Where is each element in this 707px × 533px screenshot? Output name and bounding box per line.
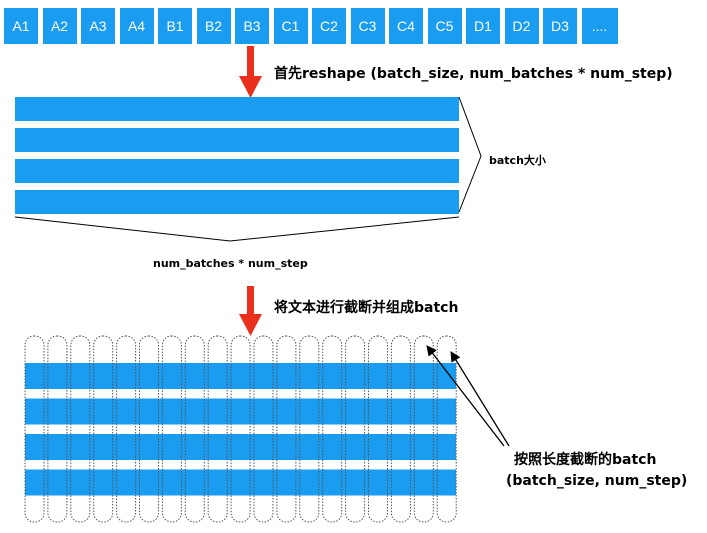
token-0: A1 — [4, 8, 38, 44]
truncation-column-0 — [24, 335, 45, 523]
truncation-column-5 — [139, 335, 159, 523]
reshape-row-0 — [15, 97, 459, 121]
truncation-column-15 — [368, 335, 388, 523]
width-brace — [14, 216, 460, 242]
truncation-column-18 — [436, 335, 457, 523]
token-13: D2 — [504, 8, 539, 44]
token-15: .... — [581, 8, 618, 44]
token-9: C3 — [350, 8, 385, 44]
token-10: C4 — [389, 8, 423, 44]
truncation-column-6 — [161, 335, 182, 523]
token-3: A4 — [119, 8, 154, 44]
down-arrow-icon — [239, 46, 262, 98]
truncation-column-16 — [390, 335, 411, 523]
truncation-column-10 — [253, 335, 274, 523]
truncation-column-2 — [70, 335, 91, 523]
truncation-columns — [24, 335, 457, 523]
batch-size-caption: batch大小 — [489, 154, 546, 167]
truncation-column-13 — [322, 335, 343, 523]
token-7: C1 — [273, 8, 308, 44]
token-11: C5 — [427, 8, 462, 44]
token-2: A3 — [81, 8, 115, 44]
truncation-column-8 — [207, 335, 228, 523]
token-5: B2 — [196, 8, 231, 44]
batch-matrix — [25, 363, 456, 496]
truncation-column-1 — [47, 335, 68, 523]
truncation-column-14 — [345, 335, 366, 523]
batch-block-0 — [25, 363, 456, 389]
truncation-column-17 — [413, 335, 434, 523]
batch-block-3 — [25, 469, 456, 496]
pointer-arrow — [426, 345, 505, 447]
down-arrow-icon — [239, 286, 262, 336]
token-4: B1 — [158, 8, 192, 44]
batch-block-2 — [25, 434, 456, 460]
pointer-arrow — [450, 351, 510, 447]
batch-note-line1: 按照长度截断的batch — [514, 452, 657, 468]
batch-size-brace — [458, 96, 482, 213]
truncation-column-3 — [93, 335, 114, 523]
reshape-row-2 — [15, 159, 459, 183]
token-1: A2 — [42, 8, 77, 44]
width-caption: num_batches * num_step — [153, 257, 308, 270]
token-8: C2 — [312, 8, 346, 44]
reshape-caption: 首先reshape (batch_size, num_batches * num… — [274, 66, 673, 82]
token-14: D3 — [543, 8, 577, 44]
reshape-row-3 — [15, 190, 459, 214]
batch-note-line2: (batch_size, num_step) — [506, 473, 688, 489]
truncation-column-9 — [230, 335, 251, 523]
truncation-column-4 — [116, 335, 137, 523]
reshape-row-1 — [15, 128, 459, 152]
batch-block-1 — [25, 398, 456, 425]
truncation-column-11 — [276, 335, 297, 523]
truncation-column-7 — [184, 335, 205, 523]
token-6: B3 — [235, 8, 269, 44]
truncation-column-12 — [299, 335, 320, 523]
truncate-caption: 将文本进行截断并组成batch — [274, 300, 459, 316]
reshaped-matrix — [15, 97, 459, 214]
token-12: D1 — [466, 8, 500, 44]
